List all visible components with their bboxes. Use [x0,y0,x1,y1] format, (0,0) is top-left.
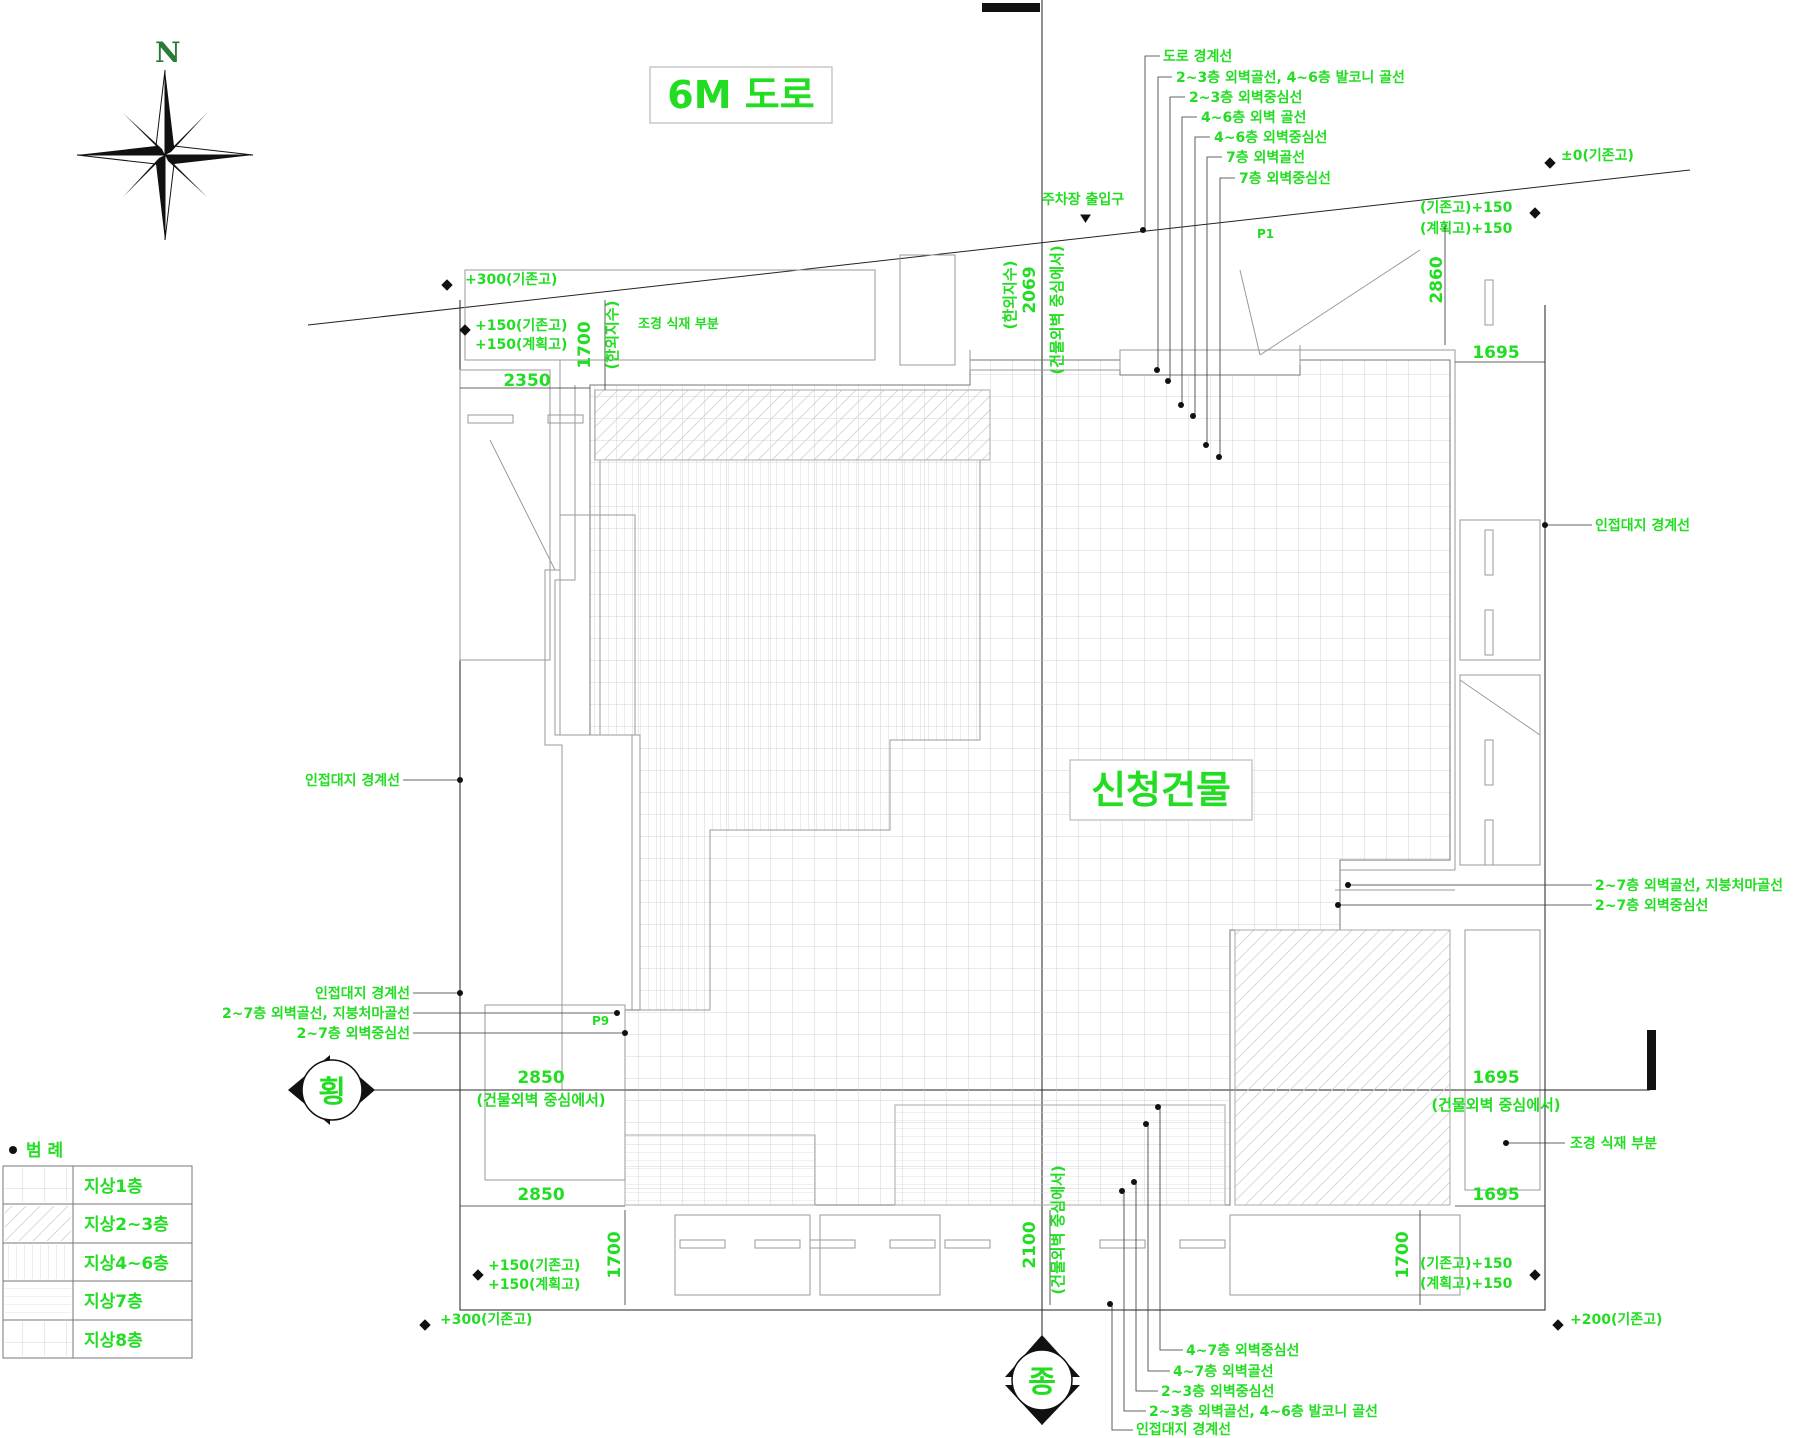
level-markers [419,157,1564,1331]
right-callout-leaders [1335,522,1592,1146]
dim-1695-top: 1695 [1472,343,1519,363]
level-top-right-150a: (기존고)+150 [1420,200,1513,216]
level-bottom-left-150b: +150(계획고) [488,1276,580,1293]
note-p9: P9 [592,1014,609,1028]
level-top-left-150b: +150(계획고) [475,336,567,353]
building-footprint [589,359,1451,1206]
legend-item-5: 지상8층 [84,1331,143,1351]
dim-1700-tl: 1700 [575,321,595,368]
level-bottom-right-200: +200(기존고) [1570,1312,1662,1328]
note-vert-tl: (한외지수) [603,301,621,370]
level-top-right-150b: (계획고)+150 [1420,220,1513,237]
building-label-box [1069,759,1253,821]
left-callout-4: 2~7층 외벽중심선 [297,1025,410,1042]
top-callout-3: 2~3층 외벽중심선 [1189,89,1302,106]
bottom-callout-5: 인접대지 경계선 [1136,1421,1231,1438]
section-marker-south: 종 [1005,1335,1080,1425]
dim-2069: 2069 [1020,266,1040,313]
site-boundary [459,300,1546,1311]
top-callout-leaders [1140,55,1235,460]
note-parking-entry: 주차장 출입구 [1042,191,1124,208]
top-callout-2: 2~3층 외벽골선, 4~6층 발코니 골선 [1176,69,1405,86]
legend-title: 범 례 [26,1141,63,1161]
bottom-callout-2: 4~7층 외벽골선 [1173,1363,1274,1380]
level-top-left-300: +300(기존고) [465,272,557,288]
dim-1695-low: 1695 [1472,1185,1519,1205]
dim-1700-br: 1700 [1393,1231,1413,1278]
building-label: 신청건물 [1091,768,1231,812]
note-vert-top-b: (건물외벽 중심에서) [1048,245,1066,374]
bottom-callout-4: 2~3층 외벽골선, 4~6층 발코니 골선 [1149,1403,1378,1420]
dim-2350: 2350 [503,371,550,391]
note-from-wall-left: (건물외벽 중심에서) [476,1091,605,1109]
legend-item-2: 지상2~3층 [84,1215,169,1235]
note-landscape-top: 조경 식재 부분 [638,316,719,332]
top-callout-4: 4~6층 외벽 골선 [1201,109,1306,126]
top-callout-7: 7층 외벽중심선 [1239,170,1331,187]
road-boundary-line [307,169,1691,326]
axis-right-marker [1647,1030,1656,1090]
right-callout-2: 2~7층 외벽골선, 지붕처마골선 [1595,877,1783,894]
level-bottom-right-150a: (기존고)+150 [1420,1256,1513,1272]
top-callout-5: 4~6층 외벽중심선 [1214,129,1327,146]
note-vert-top-a: (한외지수) [1001,261,1019,330]
site-features [459,249,1541,1296]
section-marker-south-label: 종 [1028,1365,1056,1400]
bottom-callout-leaders [1107,1104,1183,1431]
top-callout-1: 도로 경계선 [1163,48,1232,65]
road-label: 6M 도로 [667,73,814,117]
left-callout-3: 2~7층 외벽골선, 지붕처마골선 [222,1005,410,1022]
legend-item-4: 지상7층 [84,1292,143,1312]
north-compass-rose-icon: N [76,36,254,241]
note-p1: P1 [1257,227,1274,241]
right-callout-4: 조경 식재 부분 [1570,1135,1657,1152]
drain-marks [467,279,1494,1249]
legend: 범 례 지상1층 지상2~3층 지상4~6층 지상7층 지상8층 [2,1141,193,1359]
bottom-callout-1: 4~7층 외벽중심선 [1186,1342,1299,1359]
dim-2860: 2860 [1427,256,1447,303]
legend-item-3: 지상4~6층 [84,1254,169,1274]
dim-2850-low: 2850 [517,1185,564,1205]
axis-top-marker [982,3,1040,12]
legend-item-1: 지상1층 [84,1177,143,1197]
road-label-box [649,66,833,124]
section-marker-west: 횡 [288,1055,375,1125]
right-callout-3: 2~7층 외벽중심선 [1595,897,1708,914]
dim-1695-mid: 1695 [1472,1068,1519,1088]
level-top-right-zero: ±0(기존고) [1561,148,1634,164]
bottom-callout-3: 2~3층 외벽중심선 [1161,1383,1274,1400]
left-callout-leaders [403,777,628,1036]
level-bottom-left-150a: +150(기존고) [488,1258,580,1274]
level-bottom-right-150b: (계획고)+150 [1420,1275,1513,1292]
note-from-wall-right: (건물외벽 중심에서) [1431,1096,1560,1114]
dim-1700-bl: 1700 [605,1231,625,1278]
right-callout-1: 인접대지 경계선 [1595,517,1690,534]
dim-2100: 2100 [1020,1221,1040,1268]
left-callout-2: 인접대지 경계선 [315,985,410,1002]
note-vert-bottom: (건물외벽 중심에서) [1049,1165,1067,1294]
level-bottom-left-300: +300(기존고) [440,1312,532,1328]
top-callout-6: 7층 외벽골선 [1226,149,1305,166]
left-callout-1: 인접대지 경계선 [305,772,400,789]
level-top-left-150a: +150(기존고) [475,318,567,334]
dim-2850-mid: 2850 [517,1068,564,1088]
section-marker-west-label: 횡 [318,1075,346,1110]
north-letter: N [155,36,181,69]
dimension-lines [460,225,1545,1305]
